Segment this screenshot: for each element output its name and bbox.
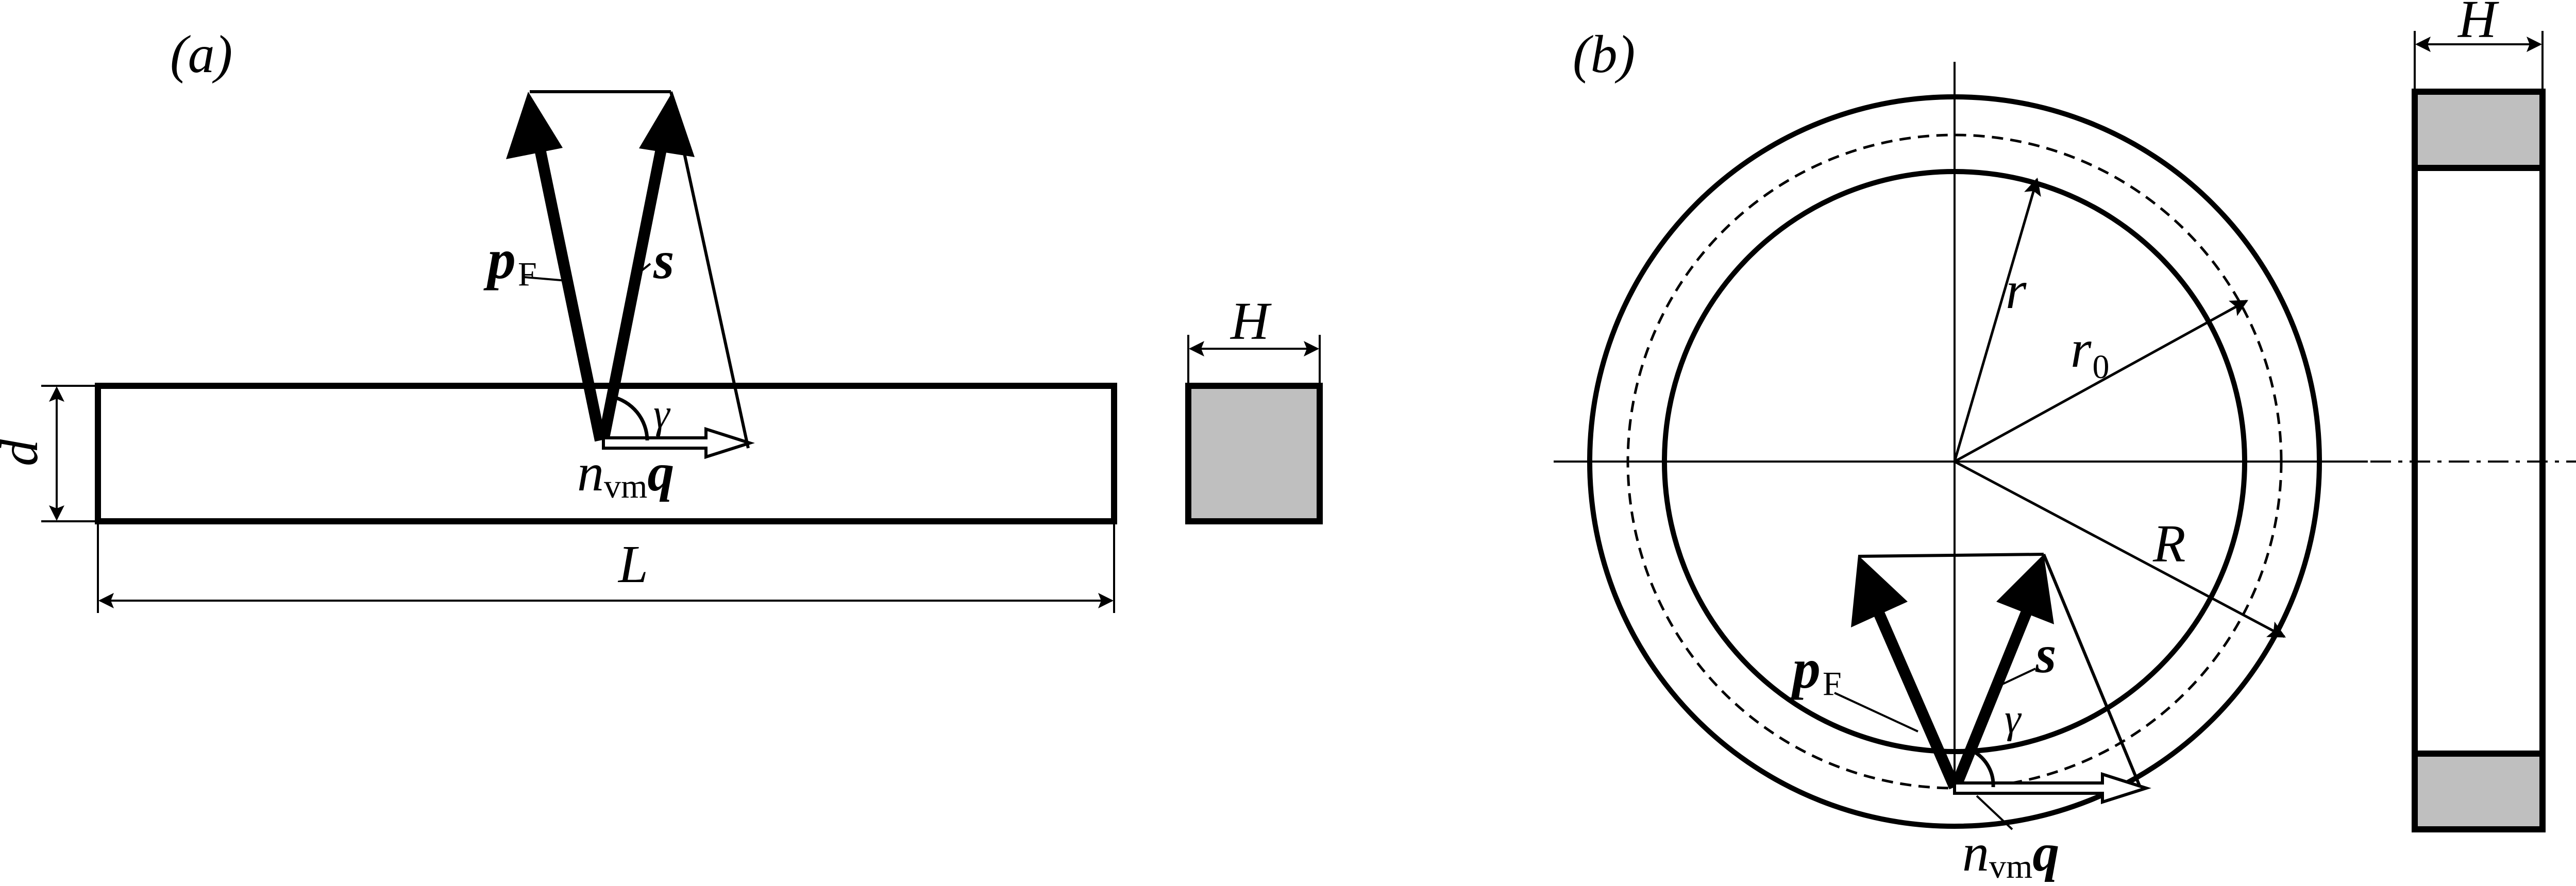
mean-radius-circle	[1626, 133, 2283, 790]
pf-vector-head-b	[1851, 555, 1908, 627]
gamma-arc-a	[611, 395, 649, 441]
s-vector-shaft-a	[598, 148, 667, 442]
d-label: d	[0, 439, 49, 466]
pf-vector-shaft-a	[534, 148, 606, 442]
panel-b: (b) r r0 R γ pF s	[1554, 0, 2576, 885]
cross-section-bottom-b	[2412, 751, 2546, 832]
radius-r0	[1954, 299, 2248, 463]
pf-vector-head-a	[506, 92, 563, 159]
gamma-label-b: γ	[2005, 696, 2022, 742]
gamma-label-a: γ	[653, 391, 671, 437]
r0-label: r0	[2070, 319, 2109, 386]
cross-section-top-b	[2412, 89, 2546, 171]
inner-ring	[1662, 169, 2247, 754]
radius-R	[1954, 460, 2286, 638]
r-label: r	[2006, 261, 2027, 320]
outer-ring	[1587, 94, 2322, 829]
pf-vector-shaft-b	[1873, 610, 1960, 790]
radius-r	[1953, 177, 2041, 462]
s-label-b: s	[2035, 625, 2056, 684]
q-vector-a	[602, 427, 755, 459]
s-leader-b	[2000, 668, 2036, 686]
bar-a	[95, 383, 1117, 524]
cross-section-a	[1185, 383, 1323, 524]
nvm-q-label-a: nvmq	[577, 443, 674, 505]
s-vector-shaft-b	[1950, 610, 2032, 790]
panel-a: (a) H d L γ	[0, 25, 1323, 613]
h-label-a: H	[1230, 292, 1272, 351]
s-vector-head-a	[639, 92, 695, 157]
pf-label-a: pF	[483, 228, 537, 293]
gamma-arc-b	[1968, 747, 1995, 788]
panel-a-tag: (a)	[170, 25, 232, 84]
triangle-top-b	[1858, 553, 2044, 558]
triangle-right-b	[2042, 553, 2143, 792]
panel-b-tag: (b)	[1573, 25, 1635, 84]
nvm-q-label-b: nvmq	[1962, 823, 2059, 885]
q-vector-b	[1953, 772, 2151, 805]
pf-label-b: pF	[1788, 637, 1842, 703]
pf-leader-a	[524, 276, 567, 282]
s-vector-head-b	[1996, 554, 2054, 624]
h-label-b: H	[2457, 0, 2499, 49]
l-label: L	[617, 535, 648, 594]
s-label-a: s	[653, 231, 674, 290]
nvm-leader-b	[1976, 795, 2013, 830]
pf-leader-b	[1834, 692, 1918, 732]
s-leader-a	[634, 263, 651, 277]
R-label: R	[2152, 514, 2186, 573]
